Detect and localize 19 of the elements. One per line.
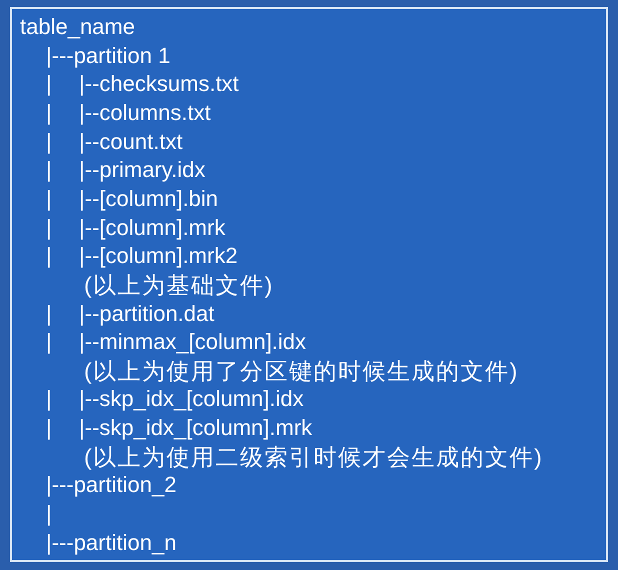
tree-entry: | |--count.txt — [46, 128, 183, 156]
tree-entry: | |--skp_idx_[column].idx — [46, 385, 304, 414]
tree-entry: | |--[column].mrk2 — [46, 242, 238, 270]
tree-entry: | |--[column].mrk — [46, 214, 226, 242]
tree-entry: table_name — [20, 13, 135, 41]
note-text: (以上为基础文件) — [84, 270, 274, 299]
tree-entry: | |--[column].bin — [46, 184, 218, 213]
note-text: (以上为使用了分区键的时候生成的文件) — [84, 356, 519, 385]
tree-entry: |---partition_n — [46, 528, 176, 557]
tree-entry: | |--minmax_[column].idx — [46, 328, 306, 356]
tree-entry: |---partition_2 — [46, 471, 176, 500]
tree-entry: | |--columns.txt — [46, 98, 211, 127]
tree-entry: | |--primary.idx — [46, 156, 206, 184]
tree-entry: |---partition 1 — [46, 42, 170, 70]
tree-entry: | — [46, 500, 52, 528]
tree-entry: | |--checksums.txt — [46, 70, 239, 98]
tree-entry: | |--skp_idx_[column].mrk — [46, 414, 312, 442]
note-text: (以上为使用二级索引时候才会生成的文件) — [84, 442, 544, 471]
tree-entry: | |--partition.dat — [46, 300, 214, 328]
